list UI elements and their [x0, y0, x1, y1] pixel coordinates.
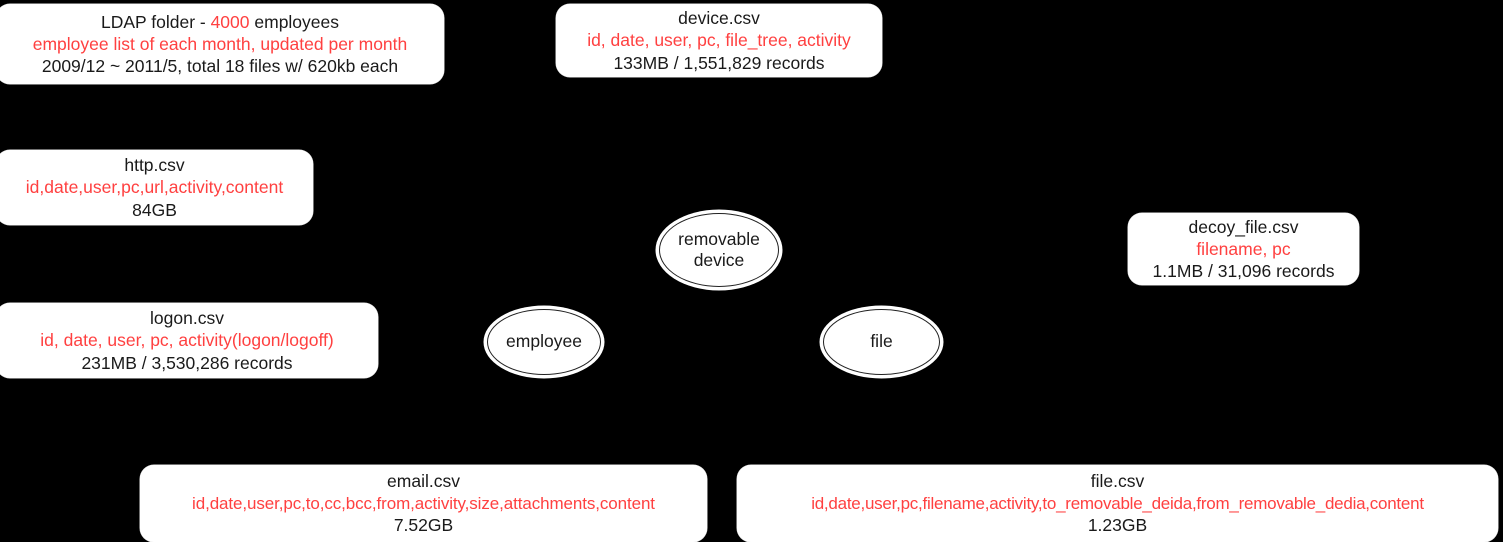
node-decoy-file-csv-title: decoy_file.csv — [1188, 216, 1299, 237]
node-decoy-file-csv-schema: filename, pc — [1196, 238, 1291, 259]
node-ldap-folder-meta: 2009/12 ~ 2011/5, total 18 files w/ 620k… — [41, 56, 399, 77]
node-file-csv[interactable]: file.csv id,date,user,pc,filename,activi… — [737, 465, 1498, 542]
node-logon-csv-schema: id, date, user, pc, activity(logon/logof… — [40, 330, 334, 351]
node-device-csv-schema: id, date, user, pc, file_tree, activity — [587, 30, 851, 51]
node-ldap-folder-title: LDAP folder - 4000 employees — [101, 11, 339, 33]
node-email-csv-meta: 7.52GB — [393, 515, 454, 536]
node-decoy-file-csv-meta: 1.1MB / 31,096 records — [1152, 261, 1335, 282]
node-logon-csv-title: logon.csv — [150, 308, 224, 329]
node-email-csv-schema: id,date,user,pc,to,cc,bcc,from,activity,… — [192, 493, 655, 513]
node-device-csv[interactable]: device.csv id, date, user, pc, file_tree… — [556, 4, 882, 77]
entity-removable-device[interactable]: removable device — [659, 213, 779, 287]
node-http-csv-title: http.csv — [124, 155, 185, 176]
node-http-csv-schema: id,date,user,pc,url,activity,content — [25, 177, 284, 198]
entity-file-label: file — [870, 331, 893, 352]
entity-file[interactable]: file — [823, 309, 940, 375]
node-ldap-folder[interactable]: LDAP folder - 4000 employees employee li… — [0, 4, 444, 84]
node-decoy-file-csv[interactable]: decoy_file.csv filename, pc 1.1MB / 31,0… — [1128, 213, 1359, 285]
ldap-title-highlight: 4000 — [210, 11, 250, 32]
node-ldap-folder-schema: employee list of each month, updated per… — [32, 33, 408, 54]
node-email-csv-title: email.csv — [387, 471, 460, 492]
node-file-csv-meta: 1.23GB — [1087, 515, 1148, 536]
node-http-csv-meta: 84GB — [132, 199, 177, 220]
entity-removable-device-line1: removable — [678, 228, 760, 249]
node-file-csv-title: file.csv — [1090, 471, 1145, 492]
node-file-csv-schema: id,date,user,pc,filename,activity,to_rem… — [811, 493, 1424, 513]
node-logon-csv[interactable]: logon.csv id, date, user, pc, activity(l… — [0, 303, 378, 378]
entity-employee[interactable]: employee — [487, 309, 601, 375]
node-logon-csv-meta: 231MB / 3,530,286 records — [81, 352, 293, 373]
node-http-csv[interactable]: http.csv id,date,user,pc,url,activity,co… — [0, 150, 313, 225]
entity-removable-device-label: removable device — [678, 229, 760, 272]
node-email-csv[interactable]: email.csv id,date,user,pc,to,cc,bcc,from… — [140, 465, 707, 542]
node-device-csv-title: device.csv — [678, 8, 760, 29]
ldap-title-suffix: employees — [249, 11, 340, 32]
entity-removable-device-line2: device — [693, 250, 745, 270]
ldap-title-prefix: LDAP folder - — [100, 11, 211, 32]
entity-employee-label: employee — [506, 331, 582, 352]
node-device-csv-meta: 133MB / 1,551,829 records — [613, 52, 825, 73]
